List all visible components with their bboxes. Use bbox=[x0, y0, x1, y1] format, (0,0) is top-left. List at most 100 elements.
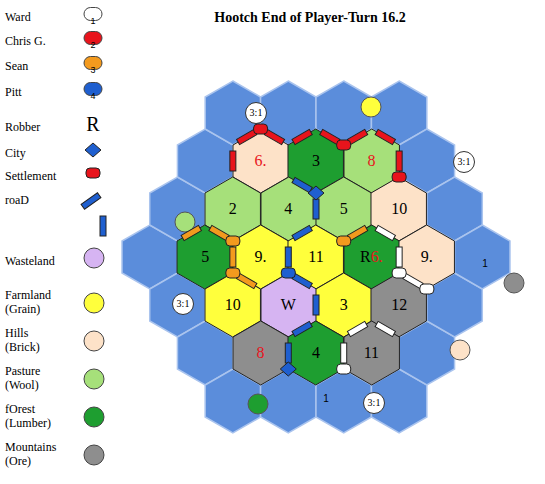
legend-row: Robber bbox=[5, 117, 40, 135]
hex-face bbox=[399, 225, 454, 289]
legend-row: City bbox=[5, 143, 26, 161]
road-piece bbox=[347, 321, 367, 336]
dice-number: 12 bbox=[391, 297, 407, 313]
road-piece bbox=[375, 129, 395, 144]
resource-harbour bbox=[248, 394, 268, 414]
legend-row: Hills (Brick) bbox=[5, 327, 61, 355]
dice-number: W bbox=[281, 297, 296, 313]
legend-sample bbox=[84, 248, 104, 268]
settlement-piece bbox=[254, 124, 268, 134]
legend-sample bbox=[84, 407, 104, 427]
harbour-note: 1 bbox=[323, 394, 329, 404]
settlement-piece bbox=[337, 140, 351, 150]
city-piece bbox=[280, 362, 296, 376]
resource-harbour bbox=[361, 97, 381, 117]
label-holder: 2 bbox=[90, 34, 95, 52]
legend-label: Settlement bbox=[5, 170, 56, 184]
settlement-piece bbox=[281, 268, 295, 278]
road-piece bbox=[292, 177, 312, 192]
marker-number: 4 bbox=[90, 92, 95, 101]
harbour-circle: 3:1 bbox=[453, 151, 475, 173]
dice-number: 6. bbox=[371, 249, 383, 265]
dice-number: 9. bbox=[255, 249, 267, 265]
dice-number: 2 bbox=[229, 201, 237, 217]
city-piece bbox=[308, 186, 324, 200]
road-piece bbox=[292, 129, 312, 144]
road-piece bbox=[396, 247, 402, 267]
legend-row: Pasture (Wool) bbox=[5, 365, 61, 393]
road-piece bbox=[313, 295, 319, 315]
harbour-circle: 3:1 bbox=[363, 392, 385, 414]
harbour-circle: 3:1 bbox=[172, 293, 194, 315]
legend-row: Ward bbox=[5, 7, 31, 25]
legend-row: Farmland (Grain) bbox=[5, 289, 61, 317]
dice-number: R bbox=[360, 249, 371, 265]
settlement-piece bbox=[226, 236, 240, 246]
dice-number: 10 bbox=[225, 297, 241, 313]
road-piece bbox=[181, 225, 201, 240]
hex-face bbox=[344, 321, 399, 385]
settlement-piece bbox=[392, 268, 406, 278]
terrain-swatch bbox=[84, 331, 104, 351]
road-piece bbox=[292, 225, 312, 240]
harbour-ratio: 3:1 bbox=[458, 157, 471, 167]
settlement-piece bbox=[337, 236, 351, 246]
label-holder: 3 bbox=[90, 59, 95, 77]
legend-label: Pitt bbox=[5, 86, 22, 100]
terrain-swatch bbox=[84, 293, 104, 313]
dice-number: 11 bbox=[364, 345, 379, 361]
legend-row: Mountains (Ore) bbox=[5, 441, 61, 469]
resource-harbour bbox=[450, 340, 470, 360]
harbour-ratio: 3:1 bbox=[368, 398, 381, 408]
road-piece bbox=[313, 199, 319, 219]
label-holder: 1 bbox=[323, 388, 329, 406]
label-holder: R bbox=[86, 114, 99, 135]
harbour-disc bbox=[364, 393, 385, 414]
legend-label: Wasteland bbox=[5, 255, 55, 269]
legend-label: Ward bbox=[5, 11, 31, 25]
legend-label: Pasture (Wool) bbox=[5, 365, 61, 393]
legend-sample bbox=[84, 445, 104, 465]
road-piece bbox=[230, 247, 236, 267]
dice-number: 8 bbox=[257, 345, 265, 361]
label-holder: 1 bbox=[482, 253, 488, 271]
label-holder: 4 bbox=[90, 85, 95, 103]
road-piece bbox=[375, 225, 395, 240]
map-title: Hootch End of Player-Turn 16.2 bbox=[214, 11, 405, 25]
road-piece bbox=[230, 151, 236, 171]
hex-face bbox=[371, 273, 426, 337]
terrain-swatch bbox=[84, 407, 104, 427]
dice-number: 4 bbox=[312, 345, 320, 361]
dice-number: 9. bbox=[421, 249, 433, 265]
road-piece bbox=[375, 321, 395, 336]
legend-label: Mountains (Ore) bbox=[5, 441, 61, 469]
dice-number: 11 bbox=[308, 249, 323, 265]
road-piece bbox=[285, 343, 291, 363]
legend-label: Sean bbox=[5, 60, 28, 74]
legend-row: Pitt bbox=[5, 82, 22, 100]
harbour-ratio: 3:1 bbox=[177, 299, 190, 309]
terrain-swatch bbox=[84, 369, 104, 389]
settlement-piece bbox=[420, 284, 434, 294]
marker-number: 3 bbox=[90, 66, 95, 75]
dice-number: 3 bbox=[312, 153, 320, 169]
hex-face bbox=[288, 321, 343, 385]
road-piece bbox=[292, 321, 312, 336]
road-piece bbox=[341, 343, 347, 363]
dice-number: 6. bbox=[255, 153, 267, 169]
settlement-piece bbox=[86, 168, 100, 178]
legend-row: Settlement bbox=[5, 166, 56, 184]
harbour-circle: 3:1 bbox=[245, 102, 267, 124]
road-piece bbox=[81, 193, 101, 209]
legend-row: Chris G. bbox=[5, 31, 46, 49]
marker-number: 2 bbox=[90, 41, 95, 50]
legend-sample bbox=[84, 293, 104, 313]
settlement-piece bbox=[392, 172, 406, 182]
harbour-ratio: 3:1 bbox=[250, 108, 263, 118]
harbour-note: 1 bbox=[482, 259, 488, 269]
legend-label: Hills (Brick) bbox=[5, 327, 61, 355]
road-piece bbox=[396, 151, 402, 171]
dice-number: 3 bbox=[340, 297, 348, 313]
legend-sample bbox=[84, 331, 104, 351]
